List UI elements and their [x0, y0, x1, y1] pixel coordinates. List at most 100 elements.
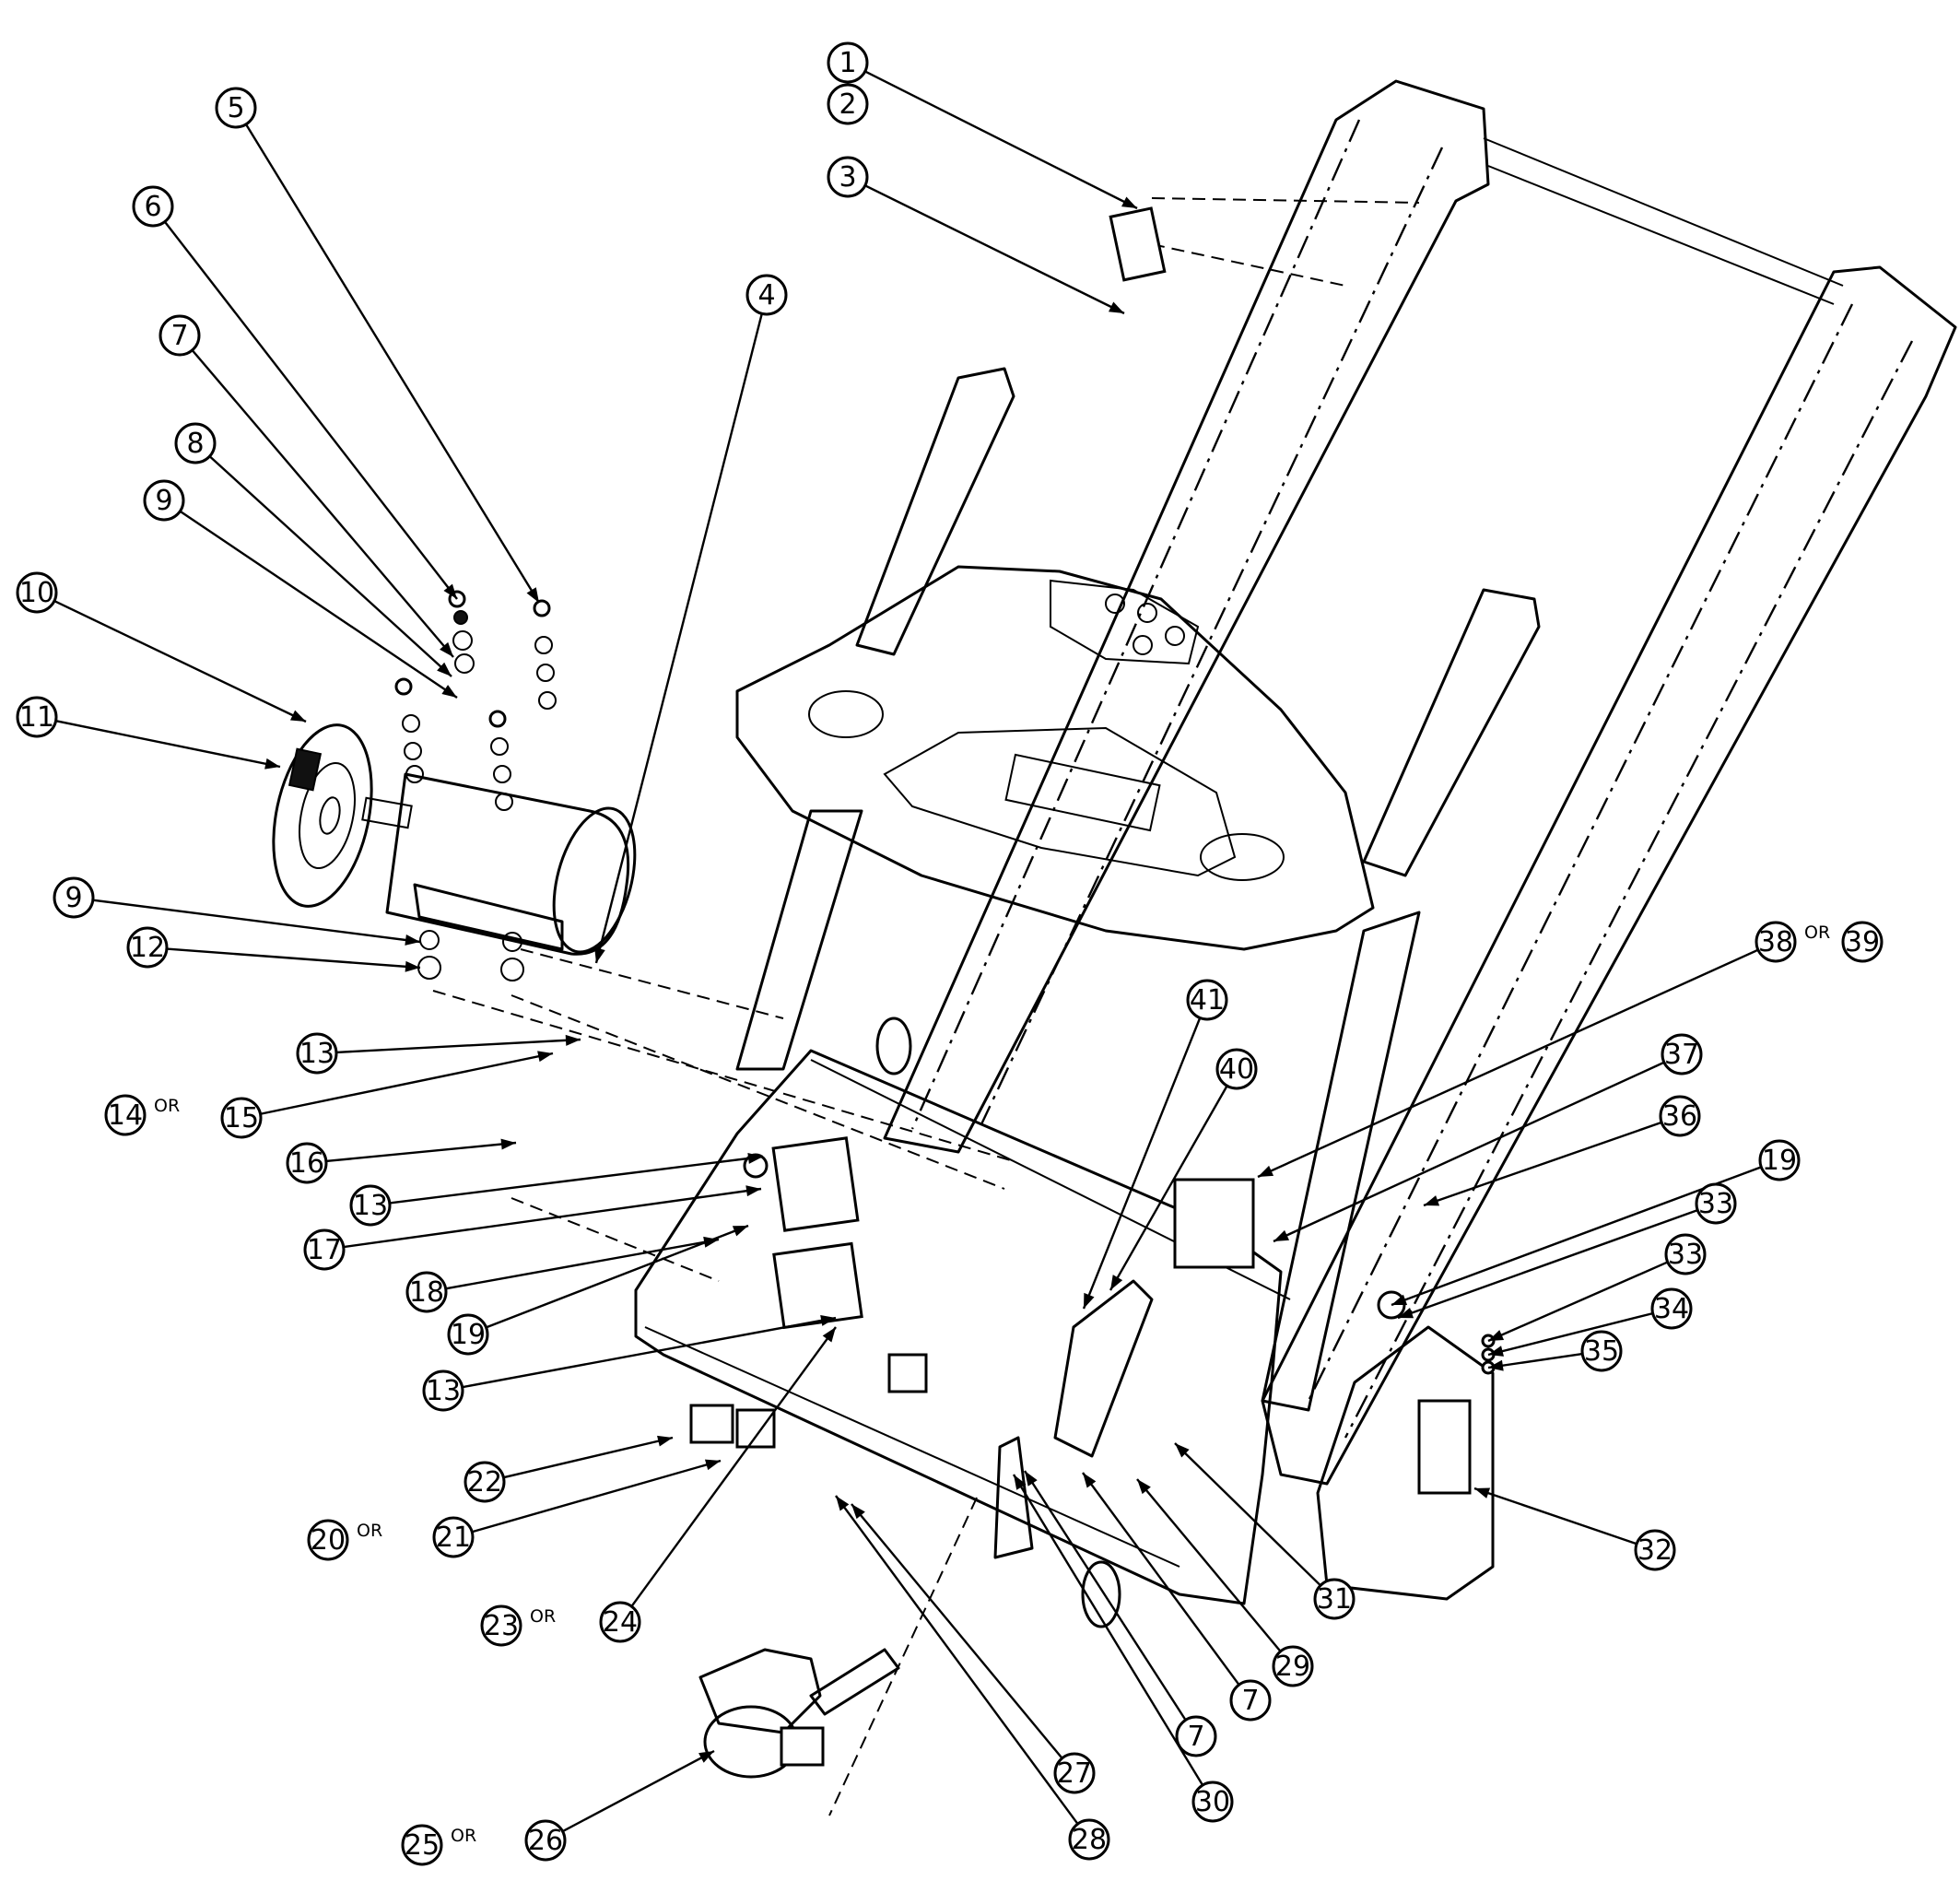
leader-line-8: [208, 455, 452, 677]
leader-line-5: [244, 123, 541, 604]
leader-line-27: [851, 1503, 1063, 1759]
leader-arrow-7: [1025, 1471, 1038, 1487]
leader-line-1: [864, 70, 1138, 210]
callout-14: 14 OR: [104, 1094, 180, 1136]
callout-3: 3: [827, 156, 869, 198]
callout-circle: [174, 422, 217, 464]
or-label: OR: [530, 1606, 556, 1627]
leader-arrow-36: [1424, 1195, 1440, 1206]
callout-number: 3: [839, 161, 856, 194]
leader-line-13: [335, 1038, 581, 1054]
callout-circle: [349, 1184, 392, 1227]
callout-circle: [1053, 1752, 1096, 1794]
console: [735, 565, 1375, 951]
callout-number: 15: [224, 1102, 259, 1134]
leader-line-18: [445, 1238, 720, 1290]
callout-number: 13: [353, 1190, 388, 1222]
callout-number: 35: [1584, 1335, 1619, 1368]
callout-36: 36: [1659, 1095, 1701, 1137]
leader-arrow-8: [437, 662, 452, 676]
leader-line-17: [343, 1187, 762, 1249]
or-label: OR: [154, 1096, 180, 1116]
callout-circle: [220, 1097, 263, 1139]
leader-line-33: [1397, 1208, 1698, 1320]
callout-34: 34: [1650, 1287, 1693, 1330]
callout-circle: [1661, 1033, 1703, 1075]
callout-29: 29: [1272, 1645, 1314, 1687]
drive-motor: [361, 772, 637, 956]
callout-number: 5: [227, 92, 244, 124]
callout-circle: [599, 1601, 641, 1643]
callout-circle: [524, 1819, 567, 1862]
treadmill-frame-drawing: [272, 79, 1957, 1816]
leader-line-36: [1423, 1121, 1662, 1207]
callout-number: 14: [108, 1099, 143, 1132]
callout-12: 12: [126, 926, 169, 969]
callout-circle: [1313, 1578, 1356, 1620]
callout-circle: [432, 1516, 475, 1558]
leader-line-7: [1082, 1472, 1240, 1686]
leader-line-41: [1082, 1017, 1202, 1310]
callout-16: 16: [286, 1142, 328, 1184]
callout-30: 30: [1191, 1781, 1234, 1823]
leader-line-26: [561, 1749, 715, 1833]
leader-arrow-13: [565, 1034, 581, 1046]
callout-number: 33: [1668, 1239, 1703, 1271]
callout-number: 9: [65, 882, 82, 914]
leader-arrow-1: [1121, 196, 1137, 208]
callout-number: 24: [603, 1606, 638, 1639]
callout-number: 19: [1762, 1145, 1797, 1177]
callout-number: 38: [1758, 926, 1793, 958]
callout-33: 33: [1664, 1233, 1707, 1275]
callout-17: 17: [303, 1228, 346, 1271]
callout-number: 34: [1654, 1293, 1689, 1325]
callout-8: 8: [174, 422, 217, 464]
leader-arrow-29: [1137, 1479, 1151, 1495]
leader-line-7: [191, 349, 454, 658]
callout-22: 22: [464, 1461, 506, 1503]
callout-circle: [286, 1142, 328, 1184]
callout-circle: [132, 185, 174, 228]
callout-circle: [447, 1313, 489, 1356]
leader-arrow-7: [1083, 1473, 1097, 1488]
callout-number: 22: [467, 1466, 502, 1499]
leader-line-24: [630, 1326, 837, 1607]
callout-circle: [143, 479, 185, 522]
callout-circle: [1215, 1048, 1258, 1090]
callout-28: 28: [1068, 1818, 1110, 1861]
callout-number: 7: [1241, 1685, 1259, 1717]
leader-arrow-16: [500, 1138, 516, 1150]
callout-number: 10: [19, 577, 54, 609]
callout-9: 9: [143, 479, 185, 522]
leader-arrow-17: [745, 1185, 761, 1197]
callout-circle: [1580, 1330, 1623, 1372]
leader-arrow-40: [1110, 1275, 1123, 1290]
callout-circle: [104, 1094, 147, 1136]
callout-circle: [480, 1604, 522, 1647]
leader-arrow-6: [443, 583, 457, 599]
leader-arrow-15: [537, 1051, 553, 1063]
callout-circle: [405, 1271, 448, 1313]
callout-13: 13: [422, 1369, 464, 1412]
callout-13: 13: [296, 1032, 338, 1075]
leader-line-31: [1174, 1442, 1321, 1587]
callout-41: 41: [1186, 979, 1228, 1021]
leader-arrow-27: [851, 1504, 865, 1520]
callout-circle: [307, 1519, 349, 1561]
callout-15: 15: [220, 1097, 263, 1139]
callout-circle: [53, 876, 95, 919]
callout-circle: [1755, 921, 1797, 963]
callout-circle: [1650, 1287, 1693, 1330]
leader-arrow-35: [1488, 1359, 1504, 1371]
callout-circle: [303, 1228, 346, 1271]
callout-number: 7: [1187, 1721, 1204, 1753]
callout-circle: [1191, 1781, 1234, 1823]
callout-circle: [1175, 1715, 1217, 1757]
leader-line-38: [1257, 948, 1759, 1179]
callout-33: 33: [1695, 1182, 1737, 1225]
callout-number: 2: [839, 88, 856, 121]
callout-number: 41: [1190, 984, 1225, 1017]
callout-circle: [827, 83, 869, 125]
